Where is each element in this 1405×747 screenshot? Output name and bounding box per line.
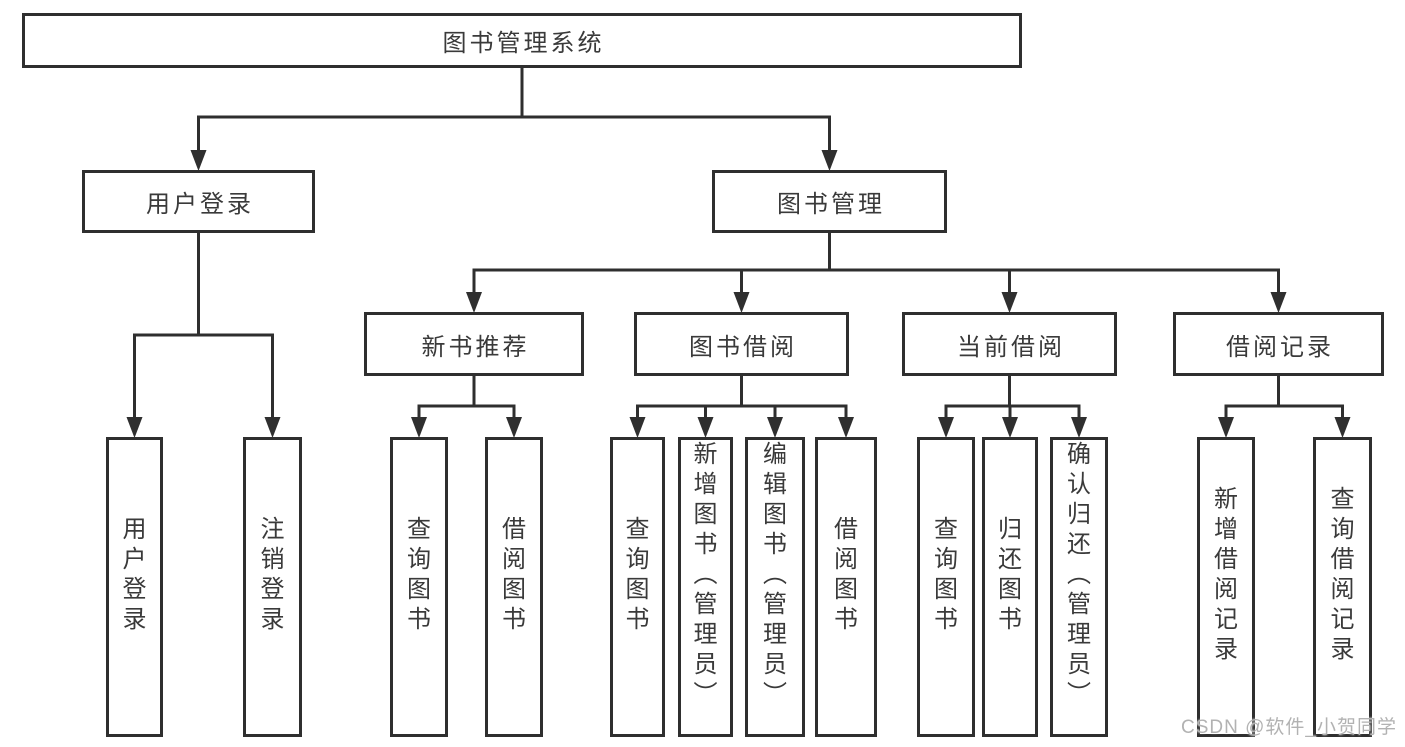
node-br-query-record: 查询借阅记录 <box>1313 437 1372 737</box>
node-bb-query-book: 查询图书 <box>610 437 665 737</box>
node-label: 确认归还︵管理员︶ <box>1067 441 1091 708</box>
node-label: 用户登录 <box>146 191 254 218</box>
node-book-borrow: 图书借阅 <box>634 312 849 376</box>
node-logout-action: 注销登录 <box>243 437 302 737</box>
node-cb-return-book: 归还图书 <box>982 437 1038 737</box>
node-bb-add-book: 新增图书︵管理员︶ <box>678 437 733 737</box>
node-label: 借阅记录 <box>1226 333 1334 361</box>
node-br-add-record: 新增借阅记录 <box>1197 437 1255 737</box>
node-label: 当前借阅 <box>957 333 1065 361</box>
node-label: 查询图书 <box>934 516 958 633</box>
node-cb-confirm-return: 确认归还︵管理员︶ <box>1050 437 1108 737</box>
node-label: 图书管理系统 <box>442 30 605 57</box>
node-nb-query-book: 查询图书 <box>390 437 448 737</box>
node-label: 归还图书 <box>998 516 1022 633</box>
node-bb-edit-book: 编辑图书︵管理员︶ <box>745 437 805 737</box>
node-label: 用户登录 <box>122 516 147 633</box>
node-new-book-rec: 新书推荐 <box>364 312 584 376</box>
node-label: 图书借阅 <box>689 333 797 361</box>
node-label: 新书推荐 <box>421 333 530 361</box>
node-label: 借阅图书 <box>834 516 858 633</box>
node-bb-borrow-book: 借阅图书 <box>815 437 877 737</box>
node-label: 借阅图书 <box>502 516 526 633</box>
node-label: 编辑图书︵管理员︶ <box>763 441 787 708</box>
node-current-borrow: 当前借阅 <box>902 312 1117 376</box>
node-label: 查询图书 <box>407 516 431 633</box>
node-login-action: 用户登录 <box>106 437 163 737</box>
node-nb-borrow-book: 借阅图书 <box>485 437 543 737</box>
node-label: 查询图书 <box>625 516 650 633</box>
node-label: 新增借阅记录 <box>1214 486 1238 663</box>
watermark-text: CSDN @软件_小贺同学 <box>1181 717 1397 738</box>
node-user-login: 用户登录 <box>82 170 315 233</box>
node-label: 图书管理 <box>777 191 885 218</box>
node-root: 图书管理系统 <box>22 13 1022 68</box>
node-cb-query-book: 查询图书 <box>917 437 975 737</box>
node-borrow-records: 借阅记录 <box>1173 312 1384 376</box>
node-label: 新增图书︵管理员︶ <box>693 441 718 708</box>
node-label: 查询借阅记录 <box>1330 486 1355 663</box>
node-book-mgmt: 图书管理 <box>712 170 947 233</box>
node-label: 注销登录 <box>260 516 285 633</box>
